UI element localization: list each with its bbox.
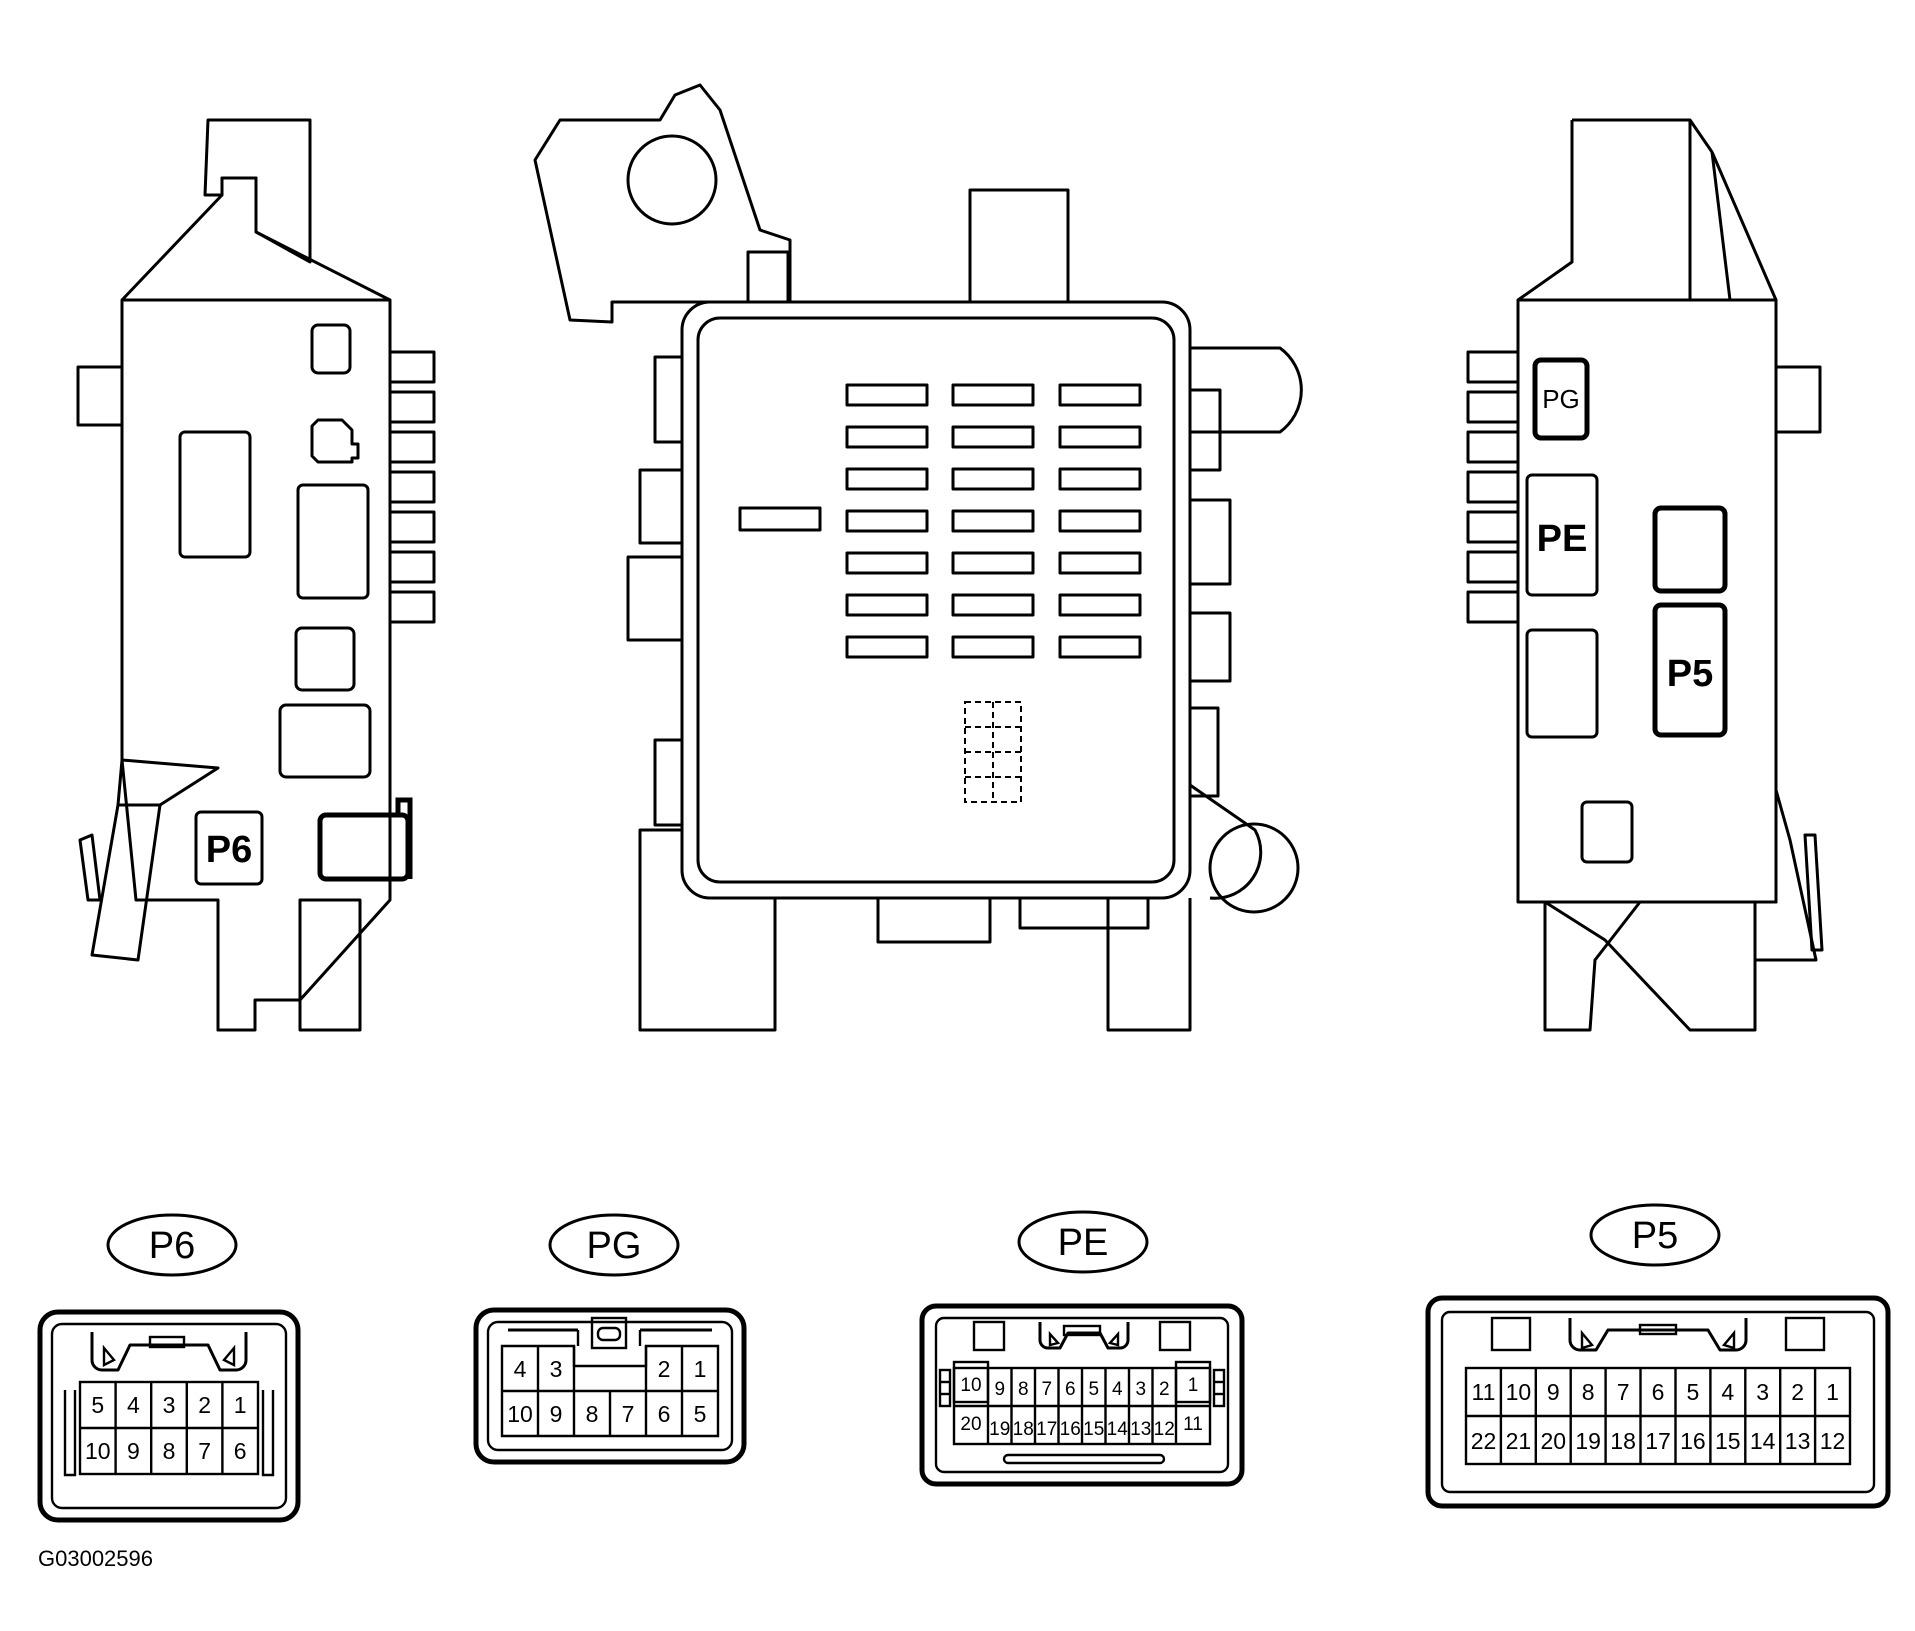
pin-label: 20 — [1541, 1428, 1567, 1454]
pin-label: 6 — [1065, 1379, 1076, 1400]
pin-label: 13 — [1785, 1428, 1811, 1454]
pin-label: 9 — [550, 1401, 563, 1427]
pin-label: 19 — [1575, 1428, 1601, 1454]
pin-label: 18 — [1013, 1419, 1034, 1440]
p5-component-label: P5 — [1667, 653, 1713, 695]
pin-label: 5 — [91, 1392, 104, 1418]
pin-label: 22 — [1471, 1428, 1497, 1454]
pin-label: 13 — [1130, 1419, 1151, 1440]
pin-label: 1 — [1188, 1375, 1199, 1396]
pin-label: 2 — [658, 1356, 671, 1382]
pin-label: 20 — [960, 1414, 981, 1435]
pin-label: 14 — [1750, 1428, 1776, 1454]
pin-label: 2 — [1159, 1379, 1170, 1400]
pin-label: 18 — [1610, 1428, 1636, 1454]
pin-label: 9 — [127, 1438, 140, 1464]
center-top-view — [533, 83, 1303, 1032]
pin-label: 11 — [1472, 1379, 1496, 1405]
left-side-view: P6 — [76, 118, 436, 1032]
connector-pg: PG 4 3 2 1 10 9 8 7 6 5 — [473, 1213, 747, 1465]
pin-label: 8 — [1018, 1379, 1029, 1400]
connector-p5: P5 11 10 9 8 7 6 5 4 3 2 1 22 21 20 19 — [1425, 1203, 1891, 1509]
pin-label: 10 — [85, 1438, 111, 1464]
p6-component-label: P6 — [206, 829, 252, 871]
pin-label: 14 — [1107, 1419, 1129, 1440]
pin-label: 1 — [1826, 1379, 1839, 1405]
connector-p6-title: P6 — [149, 1225, 195, 1267]
pin-label: 17 — [1645, 1428, 1671, 1454]
pin-label: 7 — [1617, 1379, 1630, 1405]
hidden-connector-outline — [964, 701, 1022, 803]
pin-label: 11 — [1183, 1414, 1203, 1435]
pin-label: 3 — [163, 1392, 176, 1418]
pin-label: 5 — [1088, 1379, 1099, 1400]
pin-label: 1 — [694, 1356, 707, 1382]
pin-label: 8 — [163, 1438, 176, 1464]
connector-p5-title: P5 — [1632, 1215, 1678, 1257]
connector-pg-title: PG — [587, 1225, 642, 1267]
connector-pe-title: PE — [1058, 1222, 1109, 1264]
pin-label: 17 — [1036, 1419, 1057, 1440]
pin-label: 5 — [1687, 1379, 1700, 1405]
pin-label: 10 — [507, 1401, 533, 1427]
pin-label: 10 — [960, 1375, 981, 1396]
pin-label: 1 — [234, 1392, 247, 1418]
pin-label: 9 — [994, 1379, 1005, 1400]
figure-code: G03002596 — [38, 1546, 153, 1571]
pin-label: 15 — [1715, 1428, 1741, 1454]
pin-label: 4 — [514, 1356, 527, 1382]
pin-label: 8 — [586, 1401, 599, 1427]
pe-component-label: PE — [1537, 518, 1588, 560]
pin-label: 19 — [989, 1419, 1010, 1440]
pin-label: 16 — [1060, 1419, 1081, 1440]
pin-label: 3 — [550, 1356, 563, 1382]
pin-label: 9 — [1547, 1379, 1560, 1405]
pin-label: 6 — [234, 1438, 247, 1464]
pin-label: 12 — [1154, 1419, 1175, 1440]
pg-component-label: PG — [1542, 384, 1580, 414]
pin-label: 12 — [1820, 1428, 1846, 1454]
pin-label: 2 — [198, 1392, 211, 1418]
pin-label: 16 — [1680, 1428, 1706, 1454]
pin-label: 7 — [198, 1438, 211, 1464]
pin-label: 6 — [658, 1401, 671, 1427]
pin-label: 4 — [1721, 1379, 1734, 1405]
pin-label: 10 — [1506, 1379, 1532, 1405]
pin-label: 8 — [1582, 1379, 1595, 1405]
pin-label: 6 — [1652, 1379, 1665, 1405]
connector-pe: PE 10 9 8 7 6 5 4 3 2 — [919, 1210, 1245, 1487]
pin-label: 21 — [1506, 1428, 1532, 1454]
pin-label: 3 — [1135, 1379, 1146, 1400]
fuse-grid — [845, 383, 1142, 659]
pin-label: 7 — [622, 1401, 635, 1427]
pin-label: 2 — [1791, 1379, 1804, 1405]
pin-label: 5 — [694, 1401, 707, 1427]
pin-label: 15 — [1083, 1419, 1104, 1440]
right-side-view: PG PE P5 — [1466, 118, 1824, 1032]
pin-label: 7 — [1041, 1379, 1052, 1400]
pin-label: 3 — [1756, 1379, 1769, 1405]
pin-label: 4 — [127, 1392, 140, 1418]
pin-label: 4 — [1112, 1379, 1123, 1400]
connector-p6: P6 5 4 3 2 1 10 9 8 7 6 — [37, 1213, 301, 1523]
